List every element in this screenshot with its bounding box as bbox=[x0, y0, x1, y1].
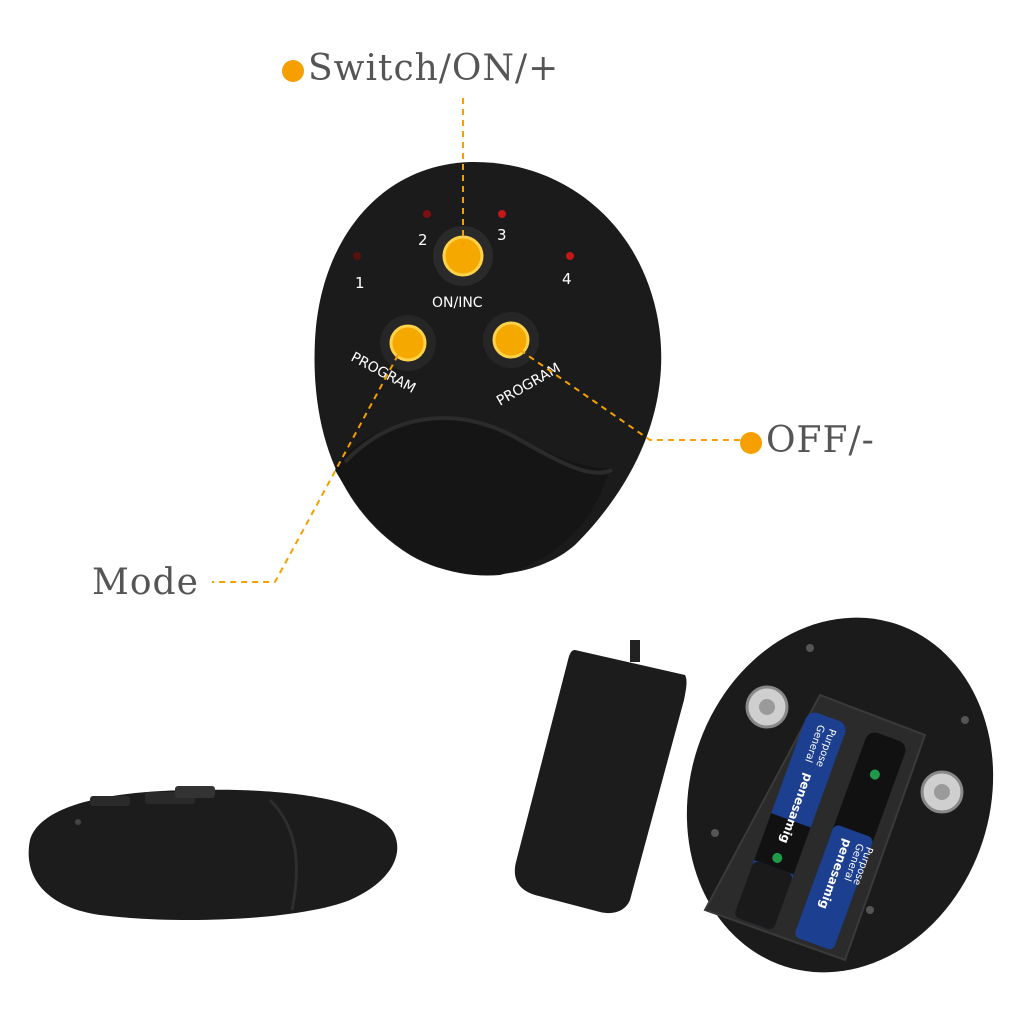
screw-3 bbox=[711, 829, 719, 837]
controller-grip bbox=[335, 420, 610, 576]
callout-mode-text: Mode bbox=[92, 562, 199, 603]
snap-button-1-center bbox=[759, 699, 775, 715]
side-led bbox=[75, 819, 81, 825]
controller-side-view bbox=[28, 786, 398, 920]
led-1 bbox=[353, 252, 361, 260]
side-body bbox=[28, 789, 398, 920]
led-label-2: 2 bbox=[418, 231, 428, 249]
program-right-button[interactable] bbox=[492, 321, 530, 359]
cover-tab bbox=[630, 640, 640, 662]
side-button-3 bbox=[175, 786, 215, 798]
battery-1: General Purpose penesamig bbox=[735, 712, 846, 930]
snap-button-2-center bbox=[934, 784, 950, 800]
screw-1 bbox=[806, 644, 814, 652]
led-label-1: 1 bbox=[355, 274, 365, 292]
callout-off-text: OFF/- bbox=[766, 420, 875, 461]
on-inc-button[interactable] bbox=[442, 235, 484, 277]
cover-body bbox=[514, 650, 687, 914]
side-seam bbox=[268, 798, 299, 911]
side-button-1 bbox=[90, 796, 130, 806]
callout-switch-text: Switch/ON/+ bbox=[308, 48, 560, 89]
callout-off: OFF/- bbox=[740, 420, 875, 461]
led-2 bbox=[423, 210, 431, 218]
controller-grip-edge bbox=[343, 416, 613, 475]
screw-4 bbox=[866, 906, 874, 914]
callout-dot-off bbox=[740, 432, 762, 454]
led-label-4: 4 bbox=[562, 270, 572, 288]
controller-back-view: General Purpose penesamig penesamig Gene… bbox=[686, 617, 994, 973]
leader-off bbox=[519, 349, 740, 441]
led-3 bbox=[498, 210, 506, 218]
callout-mode: Mode bbox=[92, 562, 199, 603]
led-label-3: 3 bbox=[497, 226, 507, 244]
screw-2 bbox=[961, 716, 969, 724]
leader-mode bbox=[212, 354, 399, 583]
led-4 bbox=[566, 252, 574, 260]
callout-dot-switch bbox=[282, 60, 304, 82]
battery-cover bbox=[514, 640, 687, 914]
controller-front: 1 2 3 4 ON/INC PROGRAM PROGRAM bbox=[212, 98, 740, 583]
callout-switch-on: Switch/ON/+ bbox=[282, 48, 559, 89]
on-inc-label: ON/INC bbox=[432, 295, 483, 311]
program-left-button[interactable] bbox=[389, 324, 427, 362]
